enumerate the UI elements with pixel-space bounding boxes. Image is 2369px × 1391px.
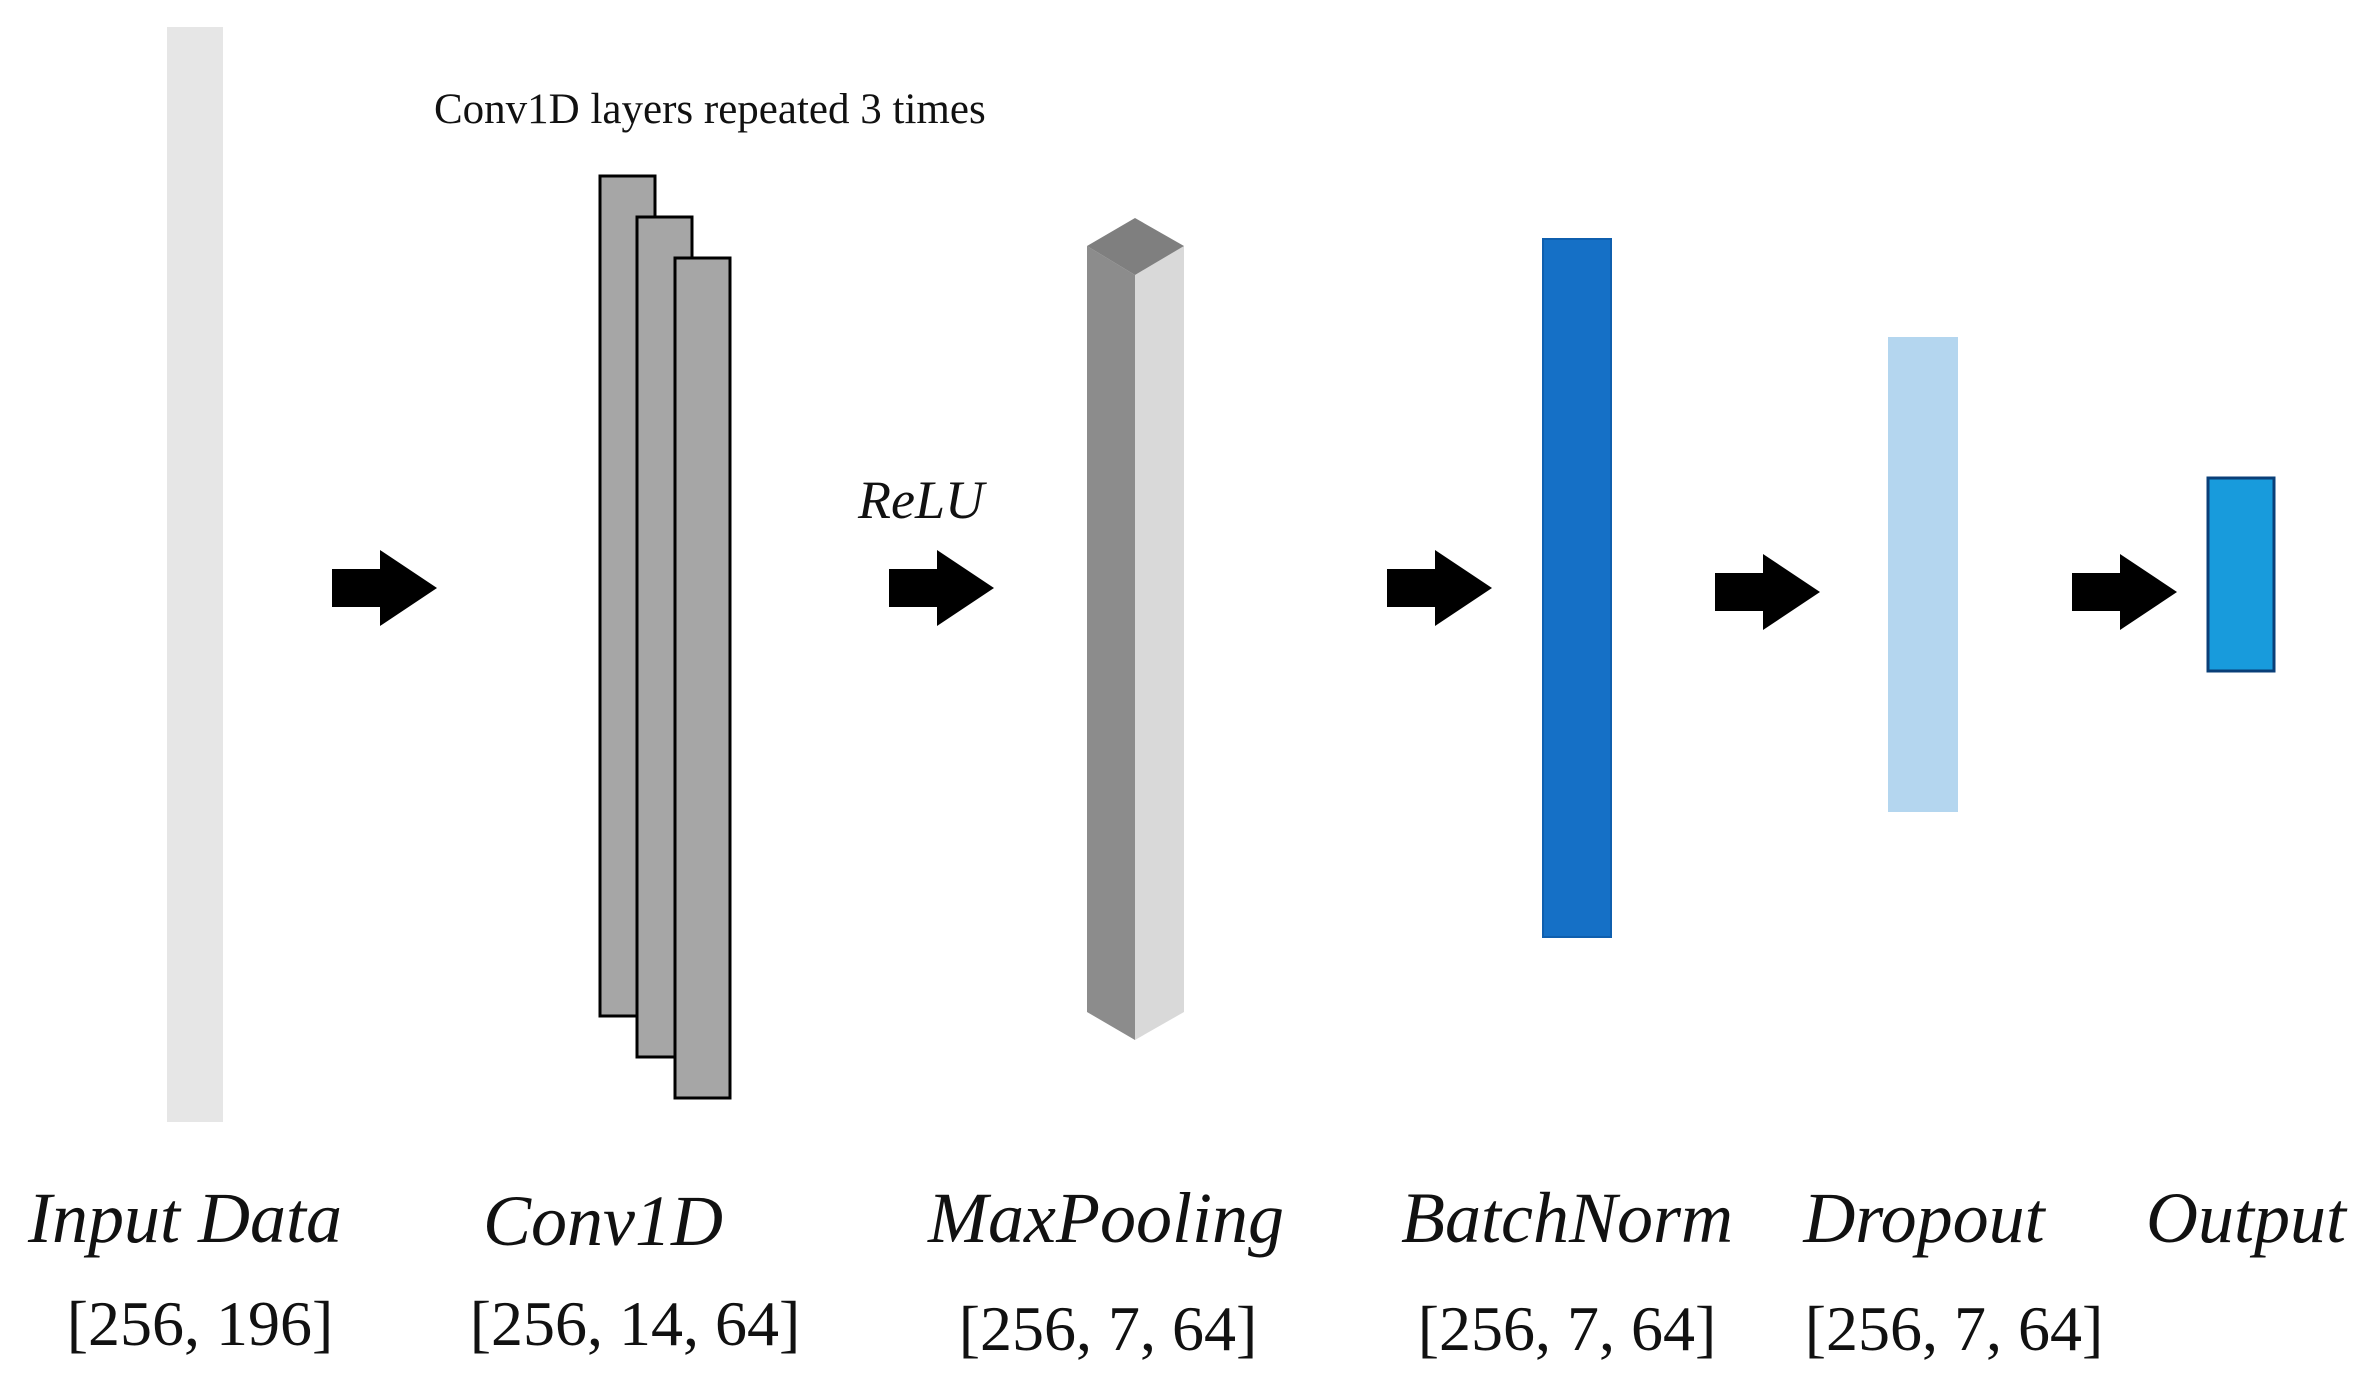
- maxpooling-prism: [1087, 218, 1184, 1040]
- arrow-icon: [1387, 550, 1492, 626]
- arrow-icon: [2072, 554, 2177, 630]
- arrow-icon: [889, 550, 994, 626]
- layer-name-batchnorm: BatchNorm: [1401, 1178, 1733, 1258]
- arrow-icon: [332, 550, 437, 626]
- input-data-block: [167, 27, 223, 1122]
- layer-shape-batchnorm: [256, 7, 64]: [1418, 1293, 1717, 1364]
- maxpooling-prism-side: [1087, 246, 1135, 1040]
- conv-repeat-note: Conv1D layers repeated 3 times: [434, 86, 986, 133]
- layer-name-conv1d: Conv1D: [483, 1181, 723, 1261]
- layer-shape-dropout: [256, 7, 64]: [1805, 1293, 2104, 1364]
- layer-name-maxpooling: MaxPooling: [927, 1178, 1284, 1258]
- maxpooling-prism-front: [1135, 246, 1184, 1040]
- layer-shape-input-data: [256, 196]: [67, 1288, 334, 1359]
- relu-label: ReLU: [857, 470, 987, 530]
- layer-shape-conv1d: [256, 14, 64]: [470, 1288, 801, 1359]
- conv1d-stack: [598, 174, 732, 1100]
- batchnorm-block: [1542, 238, 1612, 938]
- conv1d-layer-3: [673, 256, 732, 1100]
- layer-name-dropout: Dropout: [1802, 1178, 2046, 1258]
- maxpooling-prism-top: [1087, 218, 1184, 275]
- arrow-icon: [1715, 554, 1820, 630]
- output-block: [2206, 476, 2276, 673]
- layer-name-input-data: Input Data: [27, 1178, 342, 1258]
- layer-name-output: Output: [2146, 1178, 2348, 1258]
- dropout-block: [1888, 337, 1958, 812]
- layer-shape-maxpooling: [256, 7, 64]: [959, 1293, 1258, 1364]
